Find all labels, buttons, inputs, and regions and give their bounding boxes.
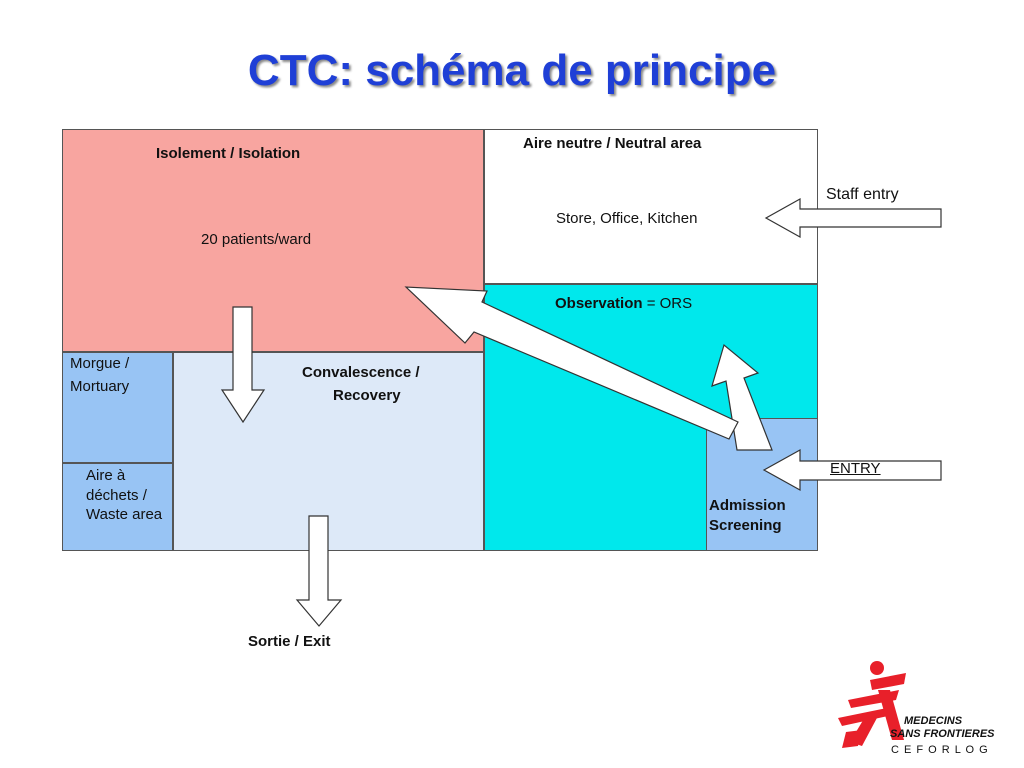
entry-label: ENTRY (830, 460, 881, 477)
zone-neutral-area (484, 129, 818, 284)
isolation-detail: 20 patients/ward (201, 231, 312, 248)
waste-line1: Aire à (86, 467, 126, 484)
mortuary-line2: Mortuary (70, 378, 130, 395)
staff-entry-arrow (764, 197, 942, 239)
waste-line2: déchets / (86, 487, 147, 504)
neutral-area-detail: Store, Office, Kitchen (556, 210, 698, 227)
waste-line3: Waste area (86, 506, 163, 523)
exit-arrow (295, 515, 343, 627)
admission-line1: Admission (709, 497, 786, 514)
convalescence-line1: Convalescence / (302, 364, 420, 381)
mortuary-line1: Morgue / (70, 355, 130, 372)
observation-title-rest: = ORS (642, 295, 693, 312)
entry-arrow (762, 448, 942, 492)
convalescence-line2: Recovery (333, 387, 401, 404)
logo-line1: MEDECINS (904, 715, 963, 727)
isolation-title: Isolement / Isolation (156, 145, 301, 162)
logo-line2: SANS FRONTIERES (890, 728, 995, 740)
isolation-to-convalescence-arrow (220, 306, 266, 424)
admission-to-isolation-arrow (404, 286, 739, 440)
neutral-area-title: Aire neutre / Neutral area (523, 135, 702, 152)
zone-mortuary (62, 352, 173, 463)
exit-label: Sortie / Exit (248, 633, 331, 650)
admission-line2: Screening (709, 517, 782, 534)
zone-waste-area (62, 463, 173, 551)
observation-title: Observation = ORS (555, 295, 692, 312)
slide-title: CTC: schéma de principe (247, 46, 777, 95)
admission-to-observation-arrow (711, 343, 773, 451)
staff-entry-label: Staff entry (826, 186, 899, 203)
zone-isolation (62, 129, 484, 352)
logo-line3: C E F O R L O G (891, 744, 989, 756)
observation-title-bold: Observation (555, 295, 643, 312)
